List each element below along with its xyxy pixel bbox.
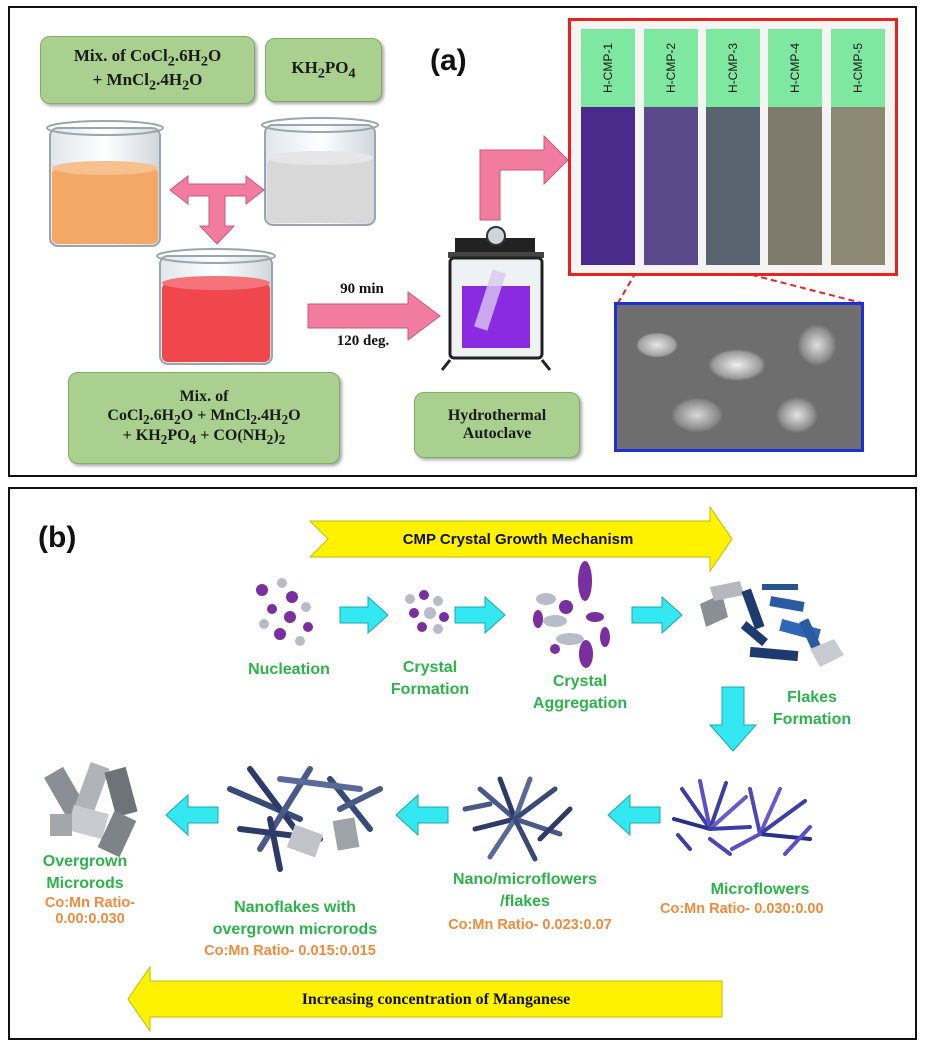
- panel-a-label: (a): [430, 44, 467, 77]
- top-arrow-text: CMP Crystal Growth Mechanism: [402, 530, 634, 548]
- arrow-time-label: 90 min: [340, 280, 384, 297]
- ratio-nano-microflowers: Co:Mn Ratio- 0.023:0.07: [448, 917, 612, 933]
- cyan-arrow-left-2: [395, 793, 449, 837]
- panel-b-label: (b): [38, 521, 77, 554]
- ratio-microflowers: Co:Mn Ratio- 0.030:0.00: [660, 901, 824, 917]
- mixing-t-arrow: [169, 174, 265, 245]
- cyan-arrow-3: [631, 595, 683, 635]
- sem-image: [614, 302, 864, 452]
- microflowers-illustration: [672, 779, 812, 856]
- precursor-1-line-2: + MnCl2.4H2O: [92, 70, 203, 94]
- top-yellow-arrow: [308, 505, 733, 573]
- precursor-box-cocl2-mncl2: Mix. of CoCl2.6H2O + MnCl2.4H2O: [40, 36, 255, 104]
- panel-b-illustration: [43, 505, 844, 1033]
- label-nano-microflowers: Nano/microflowers/flakes: [452, 871, 598, 910]
- panel-a: Mix. of CoCl2.6H2O + MnCl2.4H2O KH2PO4 (…: [8, 6, 917, 477]
- strip-5: H-CMP-5: [830, 29, 885, 265]
- arrow-temp-label: 120 deg.: [336, 332, 390, 349]
- nano-microflowers-illustration: [462, 776, 573, 862]
- arrow-to-autoclave: [307, 291, 441, 341]
- precursor-1-line-1: Mix. of CoCl2.6H2O: [73, 46, 222, 70]
- strip-frame: H-CMP-1 H-CMP-2 H-CMP-3 H-CMP-4 H-CMP-5: [568, 18, 898, 276]
- autoclave: [440, 226, 552, 371]
- flakes-illustration: [700, 581, 844, 667]
- cyan-arrow-1: [339, 595, 389, 635]
- strip-3: H-CMP-3: [705, 29, 760, 265]
- panel-a-illustration: [46, 117, 863, 371]
- strip-2: H-CMP-2: [643, 29, 698, 265]
- arrow-to-strips: [479, 134, 569, 221]
- beaker-orange: [46, 120, 164, 247]
- nanoflakes-illustration: [227, 766, 383, 872]
- mixture-line-3: + KH2PO4 + CO(NH2)2: [122, 427, 286, 448]
- bottom-yellow-arrow: [127, 965, 723, 1033]
- cyan-arrow-left-3: [165, 793, 219, 837]
- overgrown-microrods-illustration: [43, 762, 138, 858]
- ratio-overgrown-microrods: Co:Mn Ratio-0.00:0.030: [44, 895, 136, 927]
- mixture-line-2: CoCl2.6H2O + MnCl2.4H2O: [107, 406, 301, 427]
- precursor-box-kh2po4: KH2PO4: [265, 38, 382, 102]
- mixture-line-1: Mix. of: [179, 388, 229, 406]
- crystal-aggregation-shapes: [533, 561, 610, 668]
- cyan-arrow-left-1: [607, 793, 661, 837]
- beaker-grey: [261, 117, 379, 226]
- ratio-nanoflakes: Co:Mn Ratio- 0.015:0.015: [204, 943, 376, 959]
- autoclave-label-box: Hydrothermal Autoclave: [414, 392, 580, 458]
- panel-b: (b): [8, 487, 917, 1040]
- label-nucleation: Nucleation: [248, 661, 330, 678]
- crystal-formation-dots: [405, 590, 449, 634]
- label-microflowers: Microflowers: [710, 881, 810, 898]
- strip-1: H-CMP-1: [581, 29, 636, 265]
- bottom-arrow-text: Increasing concentration of Manganese: [301, 991, 571, 1008]
- mixture-box: Mix. of CoCl2.6H2O + MnCl2.4H2O + KH2PO4…: [68, 372, 340, 464]
- cyan-arrow-down: [708, 686, 758, 752]
- cyan-arrow-2: [454, 595, 506, 635]
- beaker-red: [156, 248, 276, 365]
- nucleation-dots: [256, 578, 313, 646]
- strip-4: H-CMP-4: [768, 29, 823, 265]
